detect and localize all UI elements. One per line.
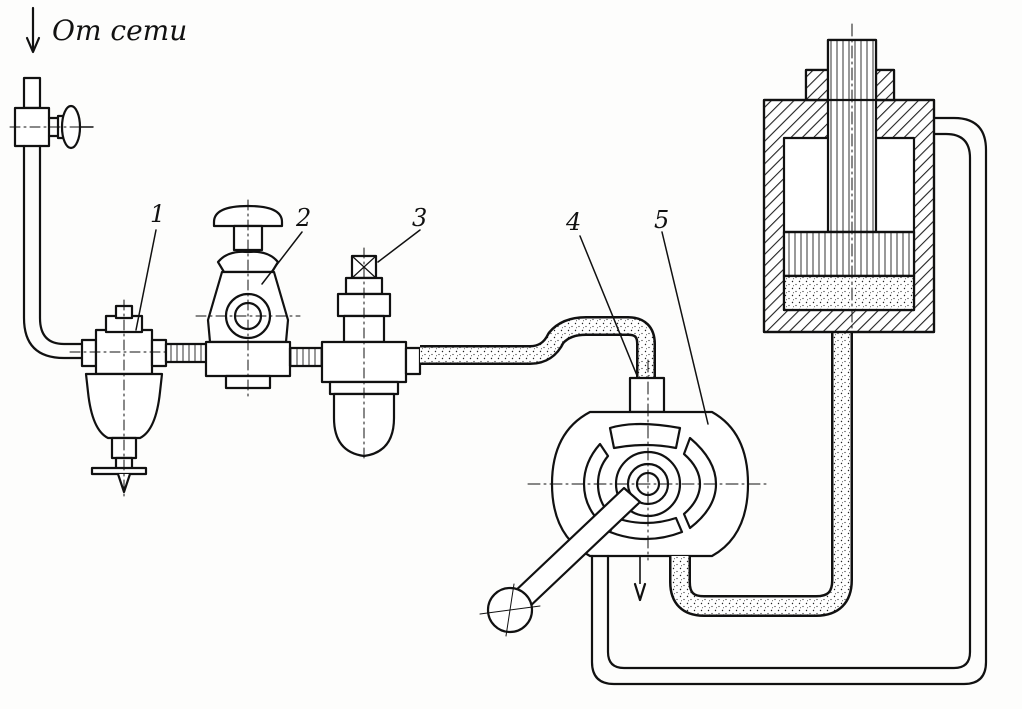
callout-leaders — [135, 229, 709, 425]
connector-1-2 — [164, 342, 210, 364]
inlet-arrow — [25, 6, 41, 54]
lubricator-unit — [320, 247, 422, 463]
distributor-valve — [527, 359, 771, 561]
distributor-handle — [479, 486, 642, 637]
callout-number-4: 4 — [565, 208, 581, 236]
callout-number-3: 3 — [412, 204, 427, 232]
inlet-shutoff-valve — [9, 76, 94, 150]
pipe-to-cylinder-top — [590, 116, 988, 686]
callout-number-5: 5 — [654, 206, 669, 234]
exhaust-arrow — [633, 555, 647, 602]
air-cylinder — [762, 23, 936, 341]
pressure-reducer — [195, 199, 301, 399]
callout-number-1: 1 — [150, 200, 165, 228]
callout-number-2: 2 — [295, 204, 311, 232]
connector-2-3 — [288, 346, 326, 368]
supply-pipe — [22, 144, 84, 360]
filter-unit — [69, 299, 181, 501]
source-label: От сети — [52, 14, 187, 47]
